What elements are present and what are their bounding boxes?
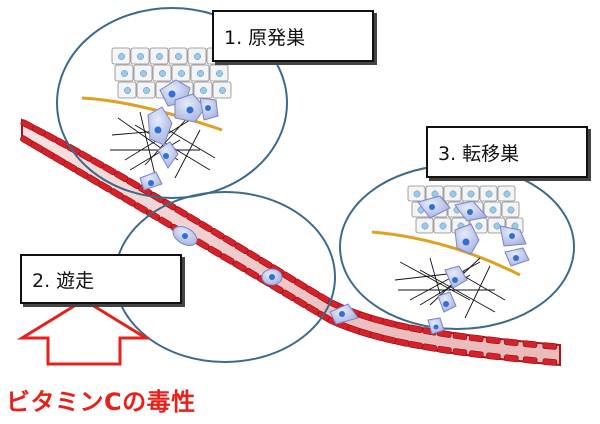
cell-nucleus <box>216 70 223 77</box>
cell-nucleus <box>200 87 207 94</box>
fiber-line <box>144 114 191 166</box>
migration-label: 2. 遊走 <box>20 254 182 304</box>
basement-membrane-distant <box>371 230 521 277</box>
cell-nucleus <box>159 70 166 77</box>
endothelial-cell <box>522 340 538 348</box>
fiber-line <box>409 261 481 301</box>
endothelial-cell <box>437 329 452 338</box>
endothelial-cell <box>437 345 452 354</box>
primary-tumor-region <box>56 7 288 199</box>
endothelial-cell <box>220 253 235 265</box>
metastasis-label: 3. 転移巣 <box>426 126 588 178</box>
endothelial-cell <box>503 338 519 347</box>
colonizing-tumor-cells <box>417 195 530 335</box>
endothelial-cell <box>542 358 558 366</box>
basement-membrane <box>81 96 223 132</box>
cell-nucleus <box>475 222 483 230</box>
endothelial-cell <box>468 350 484 359</box>
cell-nucleus <box>489 206 497 214</box>
cell-nucleus <box>421 222 429 230</box>
cell-nucleus <box>493 222 501 230</box>
metastasis-region <box>339 164 575 335</box>
fiber-line <box>174 129 201 179</box>
fiber-line <box>419 269 496 313</box>
fiber-line <box>139 111 156 176</box>
upward-arrow <box>16 298 152 366</box>
endothelial-cell <box>485 336 501 345</box>
cell-nucleus <box>143 87 150 94</box>
endothelial-cell <box>452 332 468 341</box>
endothelial-cell <box>522 356 538 364</box>
endothelial-cell <box>422 343 438 352</box>
endothelial-cell <box>485 352 501 361</box>
cell-nucleus <box>413 190 421 198</box>
cell-nucleus <box>121 70 128 77</box>
metastasis-label-text: 3. 転移巣 <box>438 142 520 165</box>
endothelial-cell <box>452 348 468 357</box>
migration-label-text: 2. 遊走 <box>32 269 95 292</box>
cell-nucleus <box>449 190 457 198</box>
cell-nucleus <box>219 87 226 94</box>
cell-nucleus <box>197 70 204 77</box>
cell-nucleus <box>118 53 125 60</box>
fiber-line <box>464 265 491 319</box>
cell-nucleus <box>485 190 493 198</box>
cell-nucleus <box>175 53 182 60</box>
endothelial-cell <box>542 342 558 350</box>
cell-nucleus <box>507 206 515 214</box>
fiber-line <box>399 261 471 301</box>
cell-nucleus <box>124 87 131 94</box>
cell-nucleus <box>194 53 201 60</box>
primary-tumor-label-text: 1. 原発巣 <box>224 26 306 49</box>
endothelial-cell <box>503 354 519 363</box>
endothelial-cell <box>207 245 223 258</box>
cell-nucleus <box>467 190 475 198</box>
primary-tumor-label: 1. 原発巣 <box>212 10 374 62</box>
cell-nucleus <box>439 222 447 230</box>
cell-nucleus <box>178 70 185 77</box>
cell-nucleus <box>137 53 144 60</box>
invading-tumor-cells <box>139 79 219 191</box>
endothelial-cell <box>468 334 484 343</box>
endothelial-cell <box>232 260 247 272</box>
cell-nucleus <box>503 190 511 198</box>
endothelial-cell <box>158 216 173 229</box>
cell-nucleus <box>156 53 163 60</box>
vitamin-c-toxicity-caption: ビタミンCの毒性 <box>6 388 196 416</box>
circulating-tumor-cells <box>172 226 359 325</box>
cell-nucleus <box>140 70 147 77</box>
